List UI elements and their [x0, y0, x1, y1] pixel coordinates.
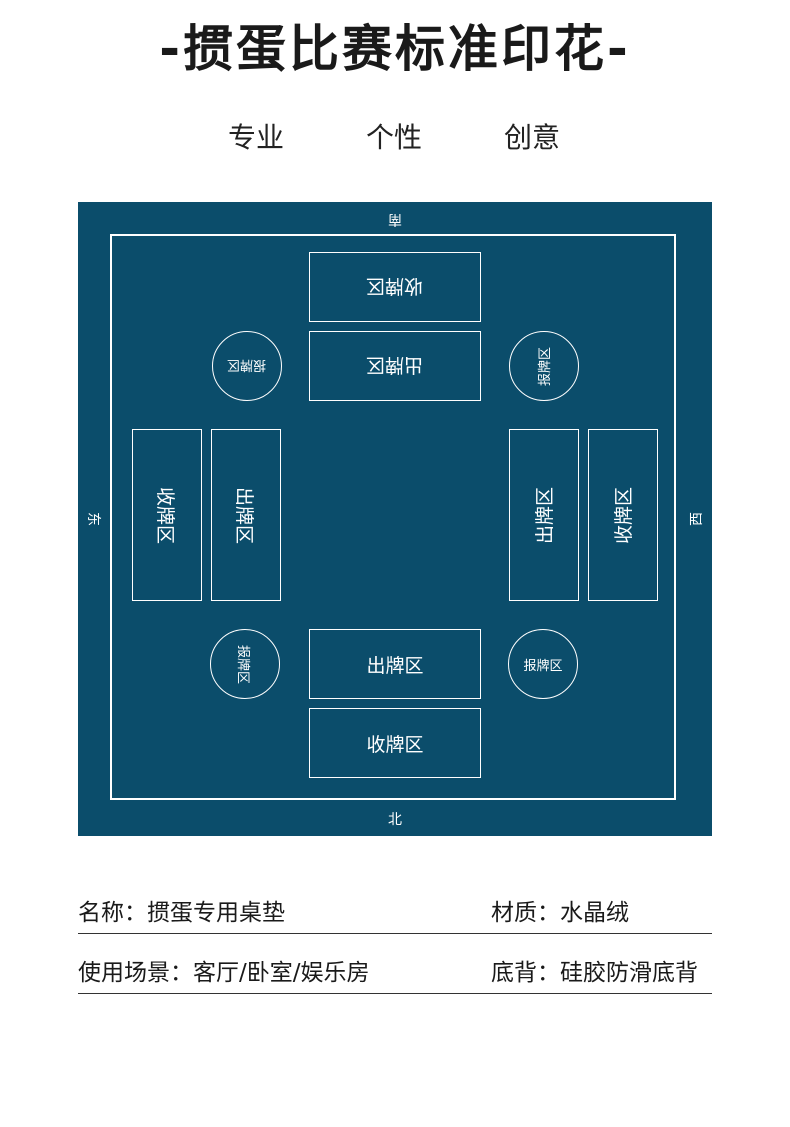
zone-bottom-play-label: 出牌区 — [366, 654, 424, 677]
direction-east: 东 — [85, 512, 101, 526]
backing-material: 底背：硅胶防滑底背 — [491, 960, 698, 986]
report-zone-top-left: 报牌区 — [212, 331, 282, 401]
zone-bottom-collect: 收牌区 — [309, 708, 481, 778]
direction-south: 南 — [388, 211, 402, 227]
tagline-professional: 专业 — [228, 121, 285, 154]
report-zone-bottom-right-label: 报牌区 — [523, 658, 563, 674]
mat-border — [110, 234, 676, 800]
report-zone-bottom-left-label: 报牌区 — [235, 644, 251, 684]
tagline-creative: 创意 — [504, 121, 561, 154]
zone-left-collect-label: 收牌区 — [154, 486, 177, 544]
usage-scene: 使用场景：客厅/卧室/娱乐房 — [78, 960, 370, 986]
report-zone-top-right-label: 报牌区 — [538, 346, 554, 386]
direction-north: 北 — [388, 812, 402, 828]
zone-top-play-label: 出牌区 — [366, 353, 424, 376]
info-row-2: 使用场景：客厅/卧室/娱乐房 底背：硅胶防滑底背 — [78, 948, 712, 994]
info-row-1: 名称：掼蛋专用桌垫 材质：水晶绒 — [78, 888, 712, 934]
report-zone-bottom-right: 报牌区 — [508, 629, 578, 699]
zone-right-play-label: 出牌区 — [534, 486, 557, 544]
page-title: -掼蛋比赛标准印花- — [159, 20, 631, 78]
zone-left-play: 出牌区 — [211, 429, 281, 601]
zone-top-collect-label: 收牌区 — [366, 274, 424, 297]
zone-right-collect: 收牌区 — [588, 429, 658, 601]
report-zone-top-left-label: 报牌区 — [227, 356, 267, 372]
product-material: 材质：水晶绒 — [491, 900, 629, 926]
report-zone-top-right: 报牌区 — [509, 331, 579, 401]
zone-left-play-label: 出牌区 — [233, 486, 256, 544]
zone-right-play: 出牌区 — [509, 429, 579, 601]
zone-bottom-play: 出牌区 — [309, 629, 481, 699]
zone-top-collect: 收牌区 — [309, 252, 481, 322]
zone-top-play: 出牌区 — [309, 331, 481, 401]
zone-left-collect: 收牌区 — [132, 429, 202, 601]
zone-bottom-collect-label: 收牌区 — [366, 733, 424, 756]
product-name: 名称：掼蛋专用桌垫 — [78, 900, 285, 926]
report-zone-bottom-left: 报牌区 — [210, 629, 280, 699]
game-mat-illustration: 南 北 东 西 收牌区 出牌区 出牌区 收牌区 收牌区 出牌区 出牌区 收牌区 … — [78, 202, 712, 836]
direction-west: 西 — [689, 512, 705, 526]
zone-right-collect-label: 收牌区 — [613, 486, 636, 544]
tagline-personality: 个性 — [366, 121, 423, 154]
